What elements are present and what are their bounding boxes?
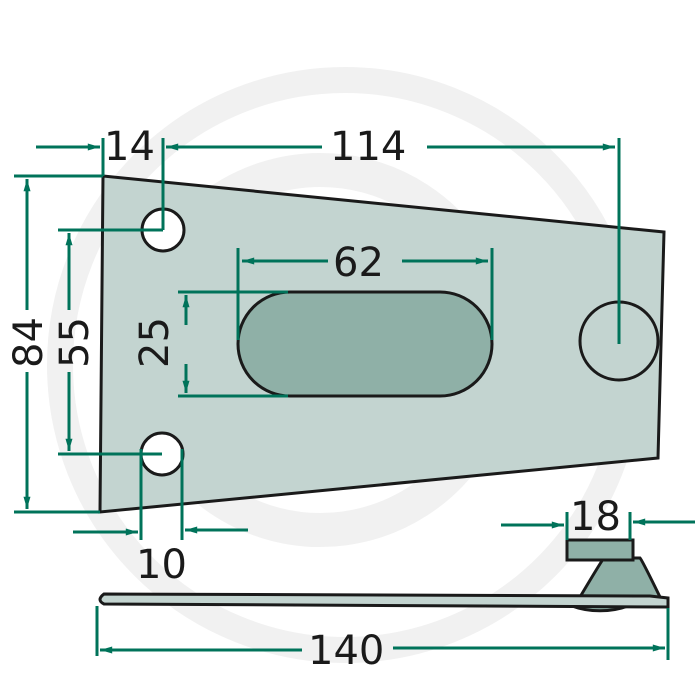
dim-slot-height: 25 (132, 317, 178, 368)
dim-total-length: 140 (308, 628, 384, 674)
dim-hole-offset: 14 (104, 124, 155, 170)
dim-hole-spacing: 55 (52, 317, 98, 368)
dimension-lines (14, 138, 695, 660)
dim-bolt-head-width: 18 (570, 494, 621, 540)
plate (98, 174, 666, 514)
dim-total-height: 84 (6, 317, 52, 368)
dim-hole-diameter: 10 (136, 542, 187, 588)
dim-slot-length: 62 (333, 240, 384, 286)
bolt-head (565, 538, 635, 562)
slot (236, 290, 494, 398)
dim-hole-to-center: 114 (330, 124, 406, 170)
side-view (98, 538, 670, 613)
